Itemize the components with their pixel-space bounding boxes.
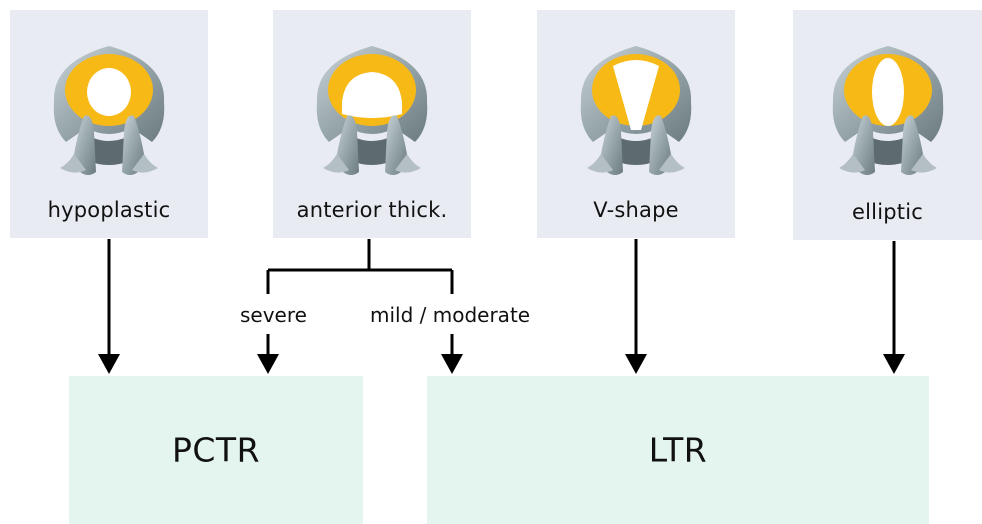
- card-anterior-thick: anterior thick.: [273, 10, 471, 238]
- arrowhead-severe: [257, 354, 279, 374]
- outcome-label: LTR: [648, 430, 708, 470]
- type-label: V-shape: [593, 198, 679, 222]
- outcome-pctr: PCTR: [69, 376, 363, 524]
- arrowhead-elliptic: [883, 354, 905, 374]
- outcome-label: PCTR: [171, 430, 261, 470]
- type-label: anterior thick.: [296, 198, 448, 222]
- anterior-thick-illustration-icon: [316, 46, 428, 175]
- type-label: hypoplastic: [47, 198, 171, 222]
- card-elliptic: elliptic: [793, 10, 982, 240]
- hypoplastic-illustration-icon: [53, 46, 165, 175]
- branch-label-severe: severe: [240, 303, 307, 327]
- elliptic-illustration-icon: [832, 46, 943, 175]
- type-label: elliptic: [852, 200, 923, 224]
- arrowhead-hypoplastic: [98, 354, 120, 374]
- branch-label-mild-moderate: mild / moderate: [370, 303, 531, 327]
- outcome-ltr: LTR: [427, 376, 929, 524]
- arrowhead-mild: [441, 354, 463, 374]
- v-shape-illustration-icon: [580, 46, 692, 175]
- arrowhead-vshape: [625, 354, 647, 374]
- card-v-shape: V-shape: [537, 10, 735, 238]
- card-hypoplastic: hypoplastic: [10, 10, 208, 238]
